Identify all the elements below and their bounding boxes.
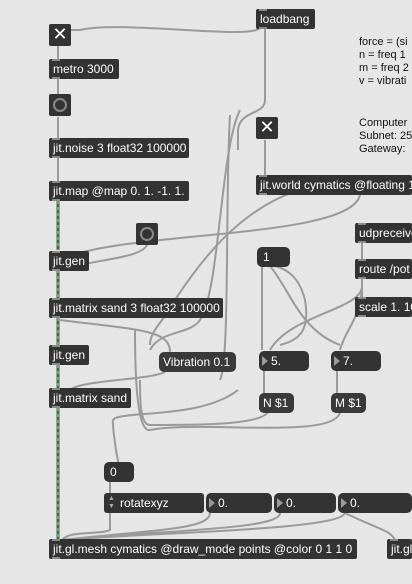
rot-number-1-value: 0. [218, 496, 229, 510]
inlet [358, 259, 366, 261]
jit-world-object[interactable]: jit.world cymatics @floating 1 [256, 175, 412, 195]
outlet [358, 277, 366, 279]
jit-gl-mesh-label: jit.gl.mesh cymatics @draw_mode points @… [53, 542, 353, 556]
number-zero-value: 0 [110, 465, 117, 479]
inlet [390, 539, 398, 541]
outlet [259, 193, 267, 195]
number-one-value: 1 [263, 250, 270, 264]
jit-world-label: jit.world cymatics @floating 1 [260, 178, 412, 192]
world-toggle[interactable]: ✕ [256, 117, 278, 139]
vibration-message[interactable]: Vibration 0.1 [159, 352, 236, 372]
inlet [358, 297, 366, 299]
number-n-value: 5. [271, 354, 282, 368]
outlet [358, 241, 366, 243]
inlet [52, 388, 60, 390]
inlet [52, 539, 60, 541]
number-n[interactable]: 5. [259, 351, 309, 371]
scale-object[interactable]: scale 1. 10 [355, 297, 412, 317]
jit-map-label: jit.map @map 0. 1. -1. 1. [53, 184, 185, 198]
jit-gen-object-1[interactable]: jit.gen [49, 251, 89, 271]
x-toggle-icon: ✕ [259, 117, 275, 138]
m-message[interactable]: M $1 [331, 393, 366, 413]
inlet [52, 138, 60, 140]
udpreceive-label: udpreceive [359, 226, 412, 240]
route-label: route /pot [359, 262, 410, 276]
rotate-umenu[interactable]: ▲▼ rotatexyz [104, 493, 204, 513]
jit-gl-mesh-object[interactable]: jit.gl.mesh cymatics @draw_mode points @… [49, 539, 357, 559]
rot-number-1[interactable]: 0. [206, 493, 272, 513]
number-zero[interactable]: 0 [104, 462, 134, 482]
comment-m-freq: m = freq 2 [359, 62, 409, 74]
comment-force: force = (si [359, 36, 408, 48]
rotate-umenu-label: rotatexyz [120, 496, 169, 510]
inlet [259, 9, 267, 11]
bang-ring-icon [140, 227, 154, 241]
loadbang-label: loadbang [260, 12, 310, 26]
comment-gateway: Gateway: [359, 143, 406, 155]
triangle-icon [262, 356, 268, 366]
outlet [52, 199, 60, 201]
jit-matrix-object[interactable]: jit.matrix sand 3 float32 100000 [49, 298, 223, 318]
loadbang-object[interactable]: loadbang [256, 9, 315, 29]
rot-number-3[interactable]: 0. [338, 493, 412, 513]
outlet [52, 269, 60, 271]
outlet [52, 363, 60, 365]
metro-object[interactable]: metro 3000 [49, 59, 119, 79]
inlet [52, 345, 60, 347]
number-one[interactable]: 1 [257, 247, 290, 267]
jit-gl-right-object[interactable]: jit.gl [387, 539, 412, 559]
inlet [259, 175, 267, 177]
inlet [358, 223, 366, 225]
outlet [52, 77, 60, 79]
comment-computer: Computer [359, 117, 408, 129]
outlet [52, 316, 60, 318]
outlet [52, 156, 60, 158]
inlet [52, 181, 60, 183]
route-object[interactable]: route /pot [355, 259, 412, 279]
comment-v-vib: v = vibrati [359, 75, 407, 87]
outlet [52, 406, 60, 408]
x-toggle-icon: ✕ [52, 24, 68, 45]
jit-matrix-sand-object[interactable]: jit.matrix sand [49, 388, 131, 408]
reset-bang[interactable] [136, 223, 158, 245]
jit-matrix-sand-label: jit.matrix sand [53, 391, 128, 405]
outlet [259, 27, 267, 29]
jit-noise-label: jit.noise 3 float32 100000 [53, 141, 187, 155]
metro-label: metro 3000 [53, 62, 114, 76]
rot-number-2-value: 0. [286, 496, 297, 510]
updown-arrows-icon: ▲▼ [108, 495, 115, 510]
jit-gl-right-label: jit.gl [391, 542, 412, 556]
bang-ring-icon [53, 98, 67, 112]
number-m[interactable]: 7. [331, 351, 381, 371]
jit-gen-label-2: jit.gen [53, 348, 86, 362]
inlet [52, 251, 60, 253]
jit-map-object[interactable]: jit.map @map 0. 1. -1. 1. [49, 181, 189, 201]
jit-gen-object-2[interactable]: jit.gen [49, 345, 89, 365]
metro-bang[interactable] [49, 94, 71, 116]
outlet [52, 557, 60, 559]
jit-noise-object[interactable]: jit.noise 3 float32 100000 [49, 138, 189, 158]
n-message-label: N $1 [263, 396, 289, 410]
vibration-label: Vibration 0.1 [163, 355, 231, 369]
triangle-icon [277, 498, 283, 508]
number-m-value: 7. [343, 354, 354, 368]
triangle-icon [341, 498, 347, 508]
comment-n-freq: n = freq 1 [359, 49, 406, 61]
inlet [52, 59, 60, 61]
metro-toggle[interactable]: ✕ [49, 24, 71, 46]
scale-label: scale 1. 10 [359, 300, 412, 314]
inlet [52, 298, 60, 300]
triangle-icon [209, 498, 215, 508]
jit-matrix-label: jit.matrix sand 3 float32 100000 [53, 301, 220, 315]
n-message[interactable]: N $1 [259, 393, 294, 413]
comment-subnet: Subnet: 25 [359, 130, 412, 142]
udpreceive-object[interactable]: udpreceive [355, 223, 412, 243]
m-message-label: M $1 [335, 396, 362, 410]
triangle-icon [334, 356, 340, 366]
jit-gen-label-1: jit.gen [53, 254, 86, 268]
outlet [358, 315, 366, 317]
rot-number-2[interactable]: 0. [274, 493, 336, 513]
rot-number-3-value: 0. [350, 496, 361, 510]
